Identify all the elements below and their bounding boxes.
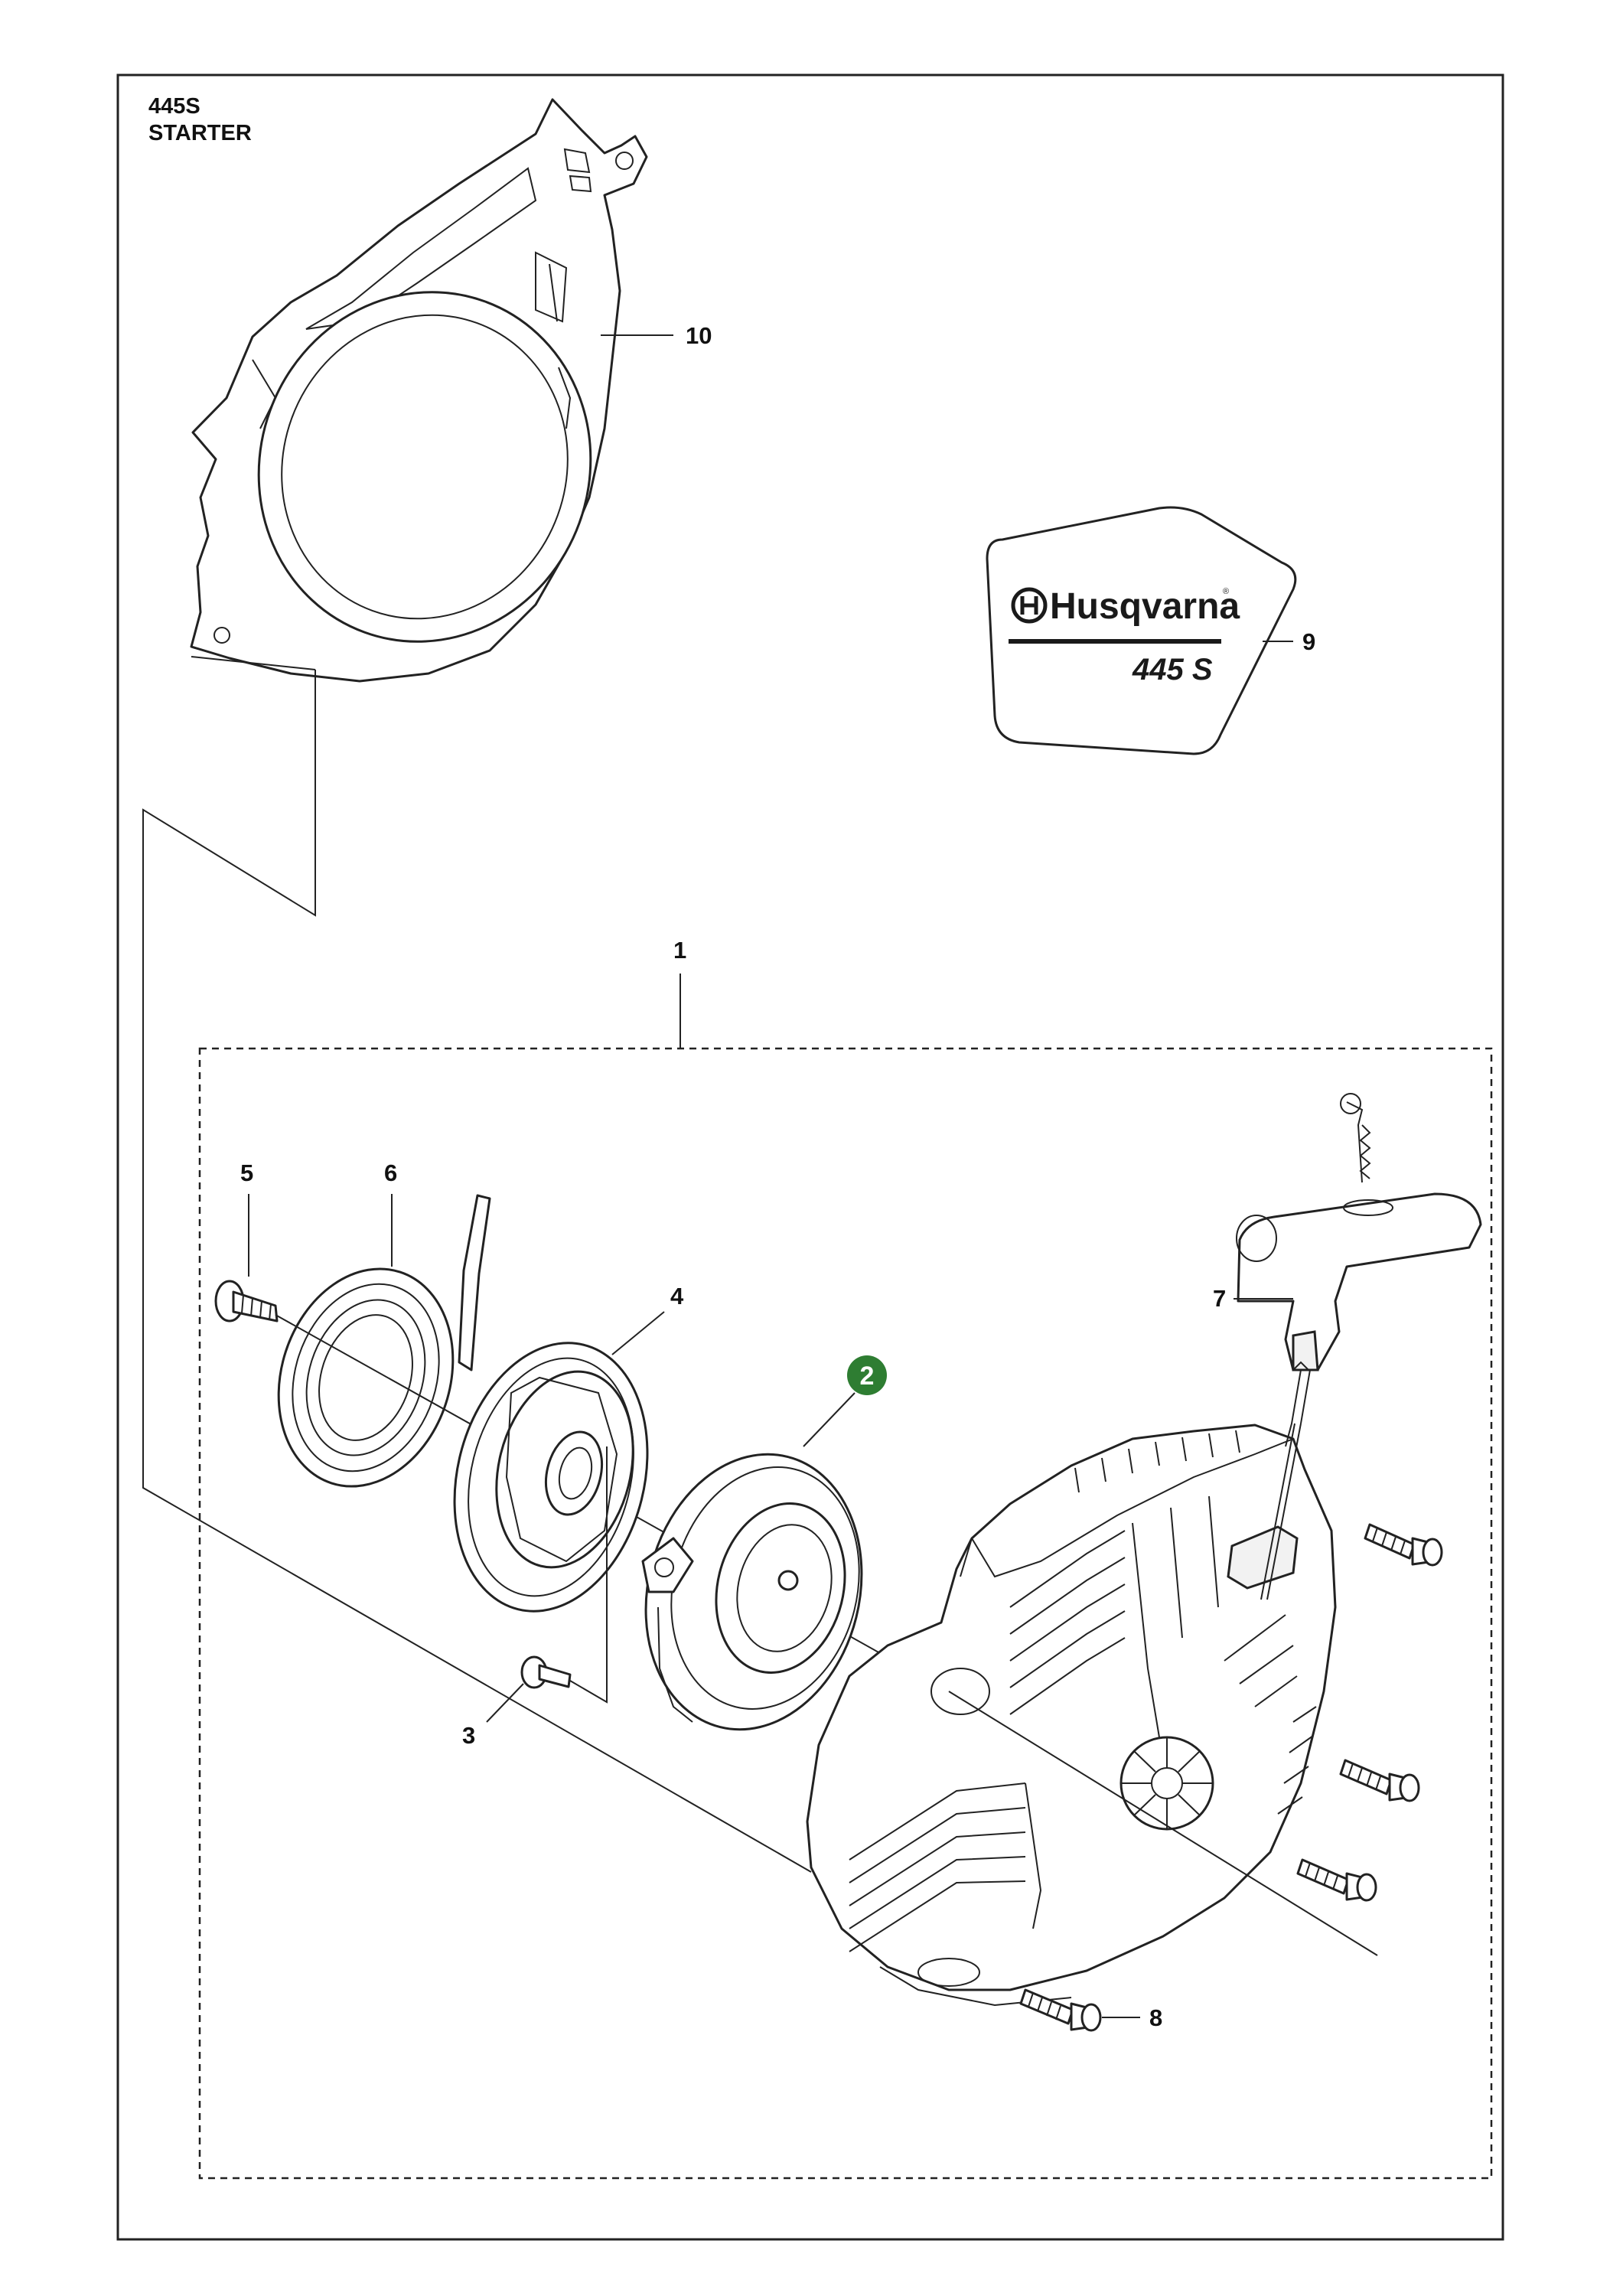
housing-fan-hub bbox=[1119, 1736, 1214, 1831]
part-9-decal[interactable]: Husqvarna ® 445 S bbox=[986, 506, 1297, 755]
decal-model-name: 445 S bbox=[1132, 653, 1213, 687]
part-8-screw-lower-right[interactable] bbox=[1296, 1858, 1377, 1902]
housing-vent-lower bbox=[849, 1782, 1042, 1952]
callout-2: 2 bbox=[860, 1362, 875, 1391]
part-5-screw[interactable] bbox=[214, 1280, 279, 1322]
decal-trademark: ® bbox=[1223, 587, 1229, 596]
part-3-guide-line bbox=[569, 1446, 608, 1704]
starter-assembly-box bbox=[198, 1047, 1493, 2180]
callout-9[interactable]: 9 bbox=[1302, 628, 1315, 655]
decal-brand-name: Husqvarna bbox=[1050, 586, 1240, 627]
callout-3-leader bbox=[486, 1683, 524, 1723]
axis-line-housing bbox=[948, 1691, 1378, 1956]
part-10-fan-cover[interactable] bbox=[190, 98, 648, 689]
model-title: 445S bbox=[148, 94, 200, 119]
callout-1[interactable]: 1 bbox=[673, 937, 686, 964]
callout-4-leader bbox=[611, 1311, 665, 1355]
section-title: STARTER bbox=[148, 121, 252, 145]
part-8-screw-mid-right[interactable] bbox=[1339, 1759, 1420, 1802]
callout-2-badge-circle bbox=[847, 1355, 887, 1395]
callout-6[interactable]: 6 bbox=[384, 1159, 397, 1186]
assembly-guide-line-left bbox=[142, 670, 812, 1873]
callout-2-badge[interactable]: 2 bbox=[847, 1355, 887, 1395]
part-2-pawl-carrier[interactable] bbox=[618, 1431, 890, 1753]
callout-10[interactable]: 10 bbox=[686, 322, 712, 349]
callout-7[interactable]: 7 bbox=[1213, 1285, 1226, 1312]
part-4-rope-pulley[interactable] bbox=[428, 1322, 675, 1632]
assembly-guide-line-top bbox=[191, 656, 316, 670]
housing-vent-upper bbox=[1009, 1495, 1219, 1761]
decal-underline bbox=[1009, 639, 1221, 644]
part-6-recoil-spring[interactable] bbox=[252, 1194, 491, 1509]
callout-4[interactable]: 4 bbox=[670, 1283, 684, 1309]
callout-5[interactable]: 5 bbox=[240, 1159, 253, 1186]
part-8-screw-top-right[interactable] bbox=[1364, 1523, 1443, 1567]
callout-8[interactable]: 8 bbox=[1149, 2004, 1162, 2031]
husqvarna-crown-logo bbox=[1011, 587, 1048, 624]
part-3-screw[interactable] bbox=[520, 1655, 572, 1689]
callout-3[interactable]: 3 bbox=[462, 1722, 475, 1749]
housing-vent-side bbox=[1224, 1614, 1317, 1815]
callout-2-leader bbox=[803, 1392, 855, 1447]
part-7-starter-handle[interactable] bbox=[1236, 1093, 1482, 1600]
part-1-starter-housing[interactable] bbox=[806, 1424, 1337, 2007]
page-frame bbox=[116, 73, 1504, 2241]
part-8-screw-bottom[interactable] bbox=[1019, 1988, 1102, 2032]
